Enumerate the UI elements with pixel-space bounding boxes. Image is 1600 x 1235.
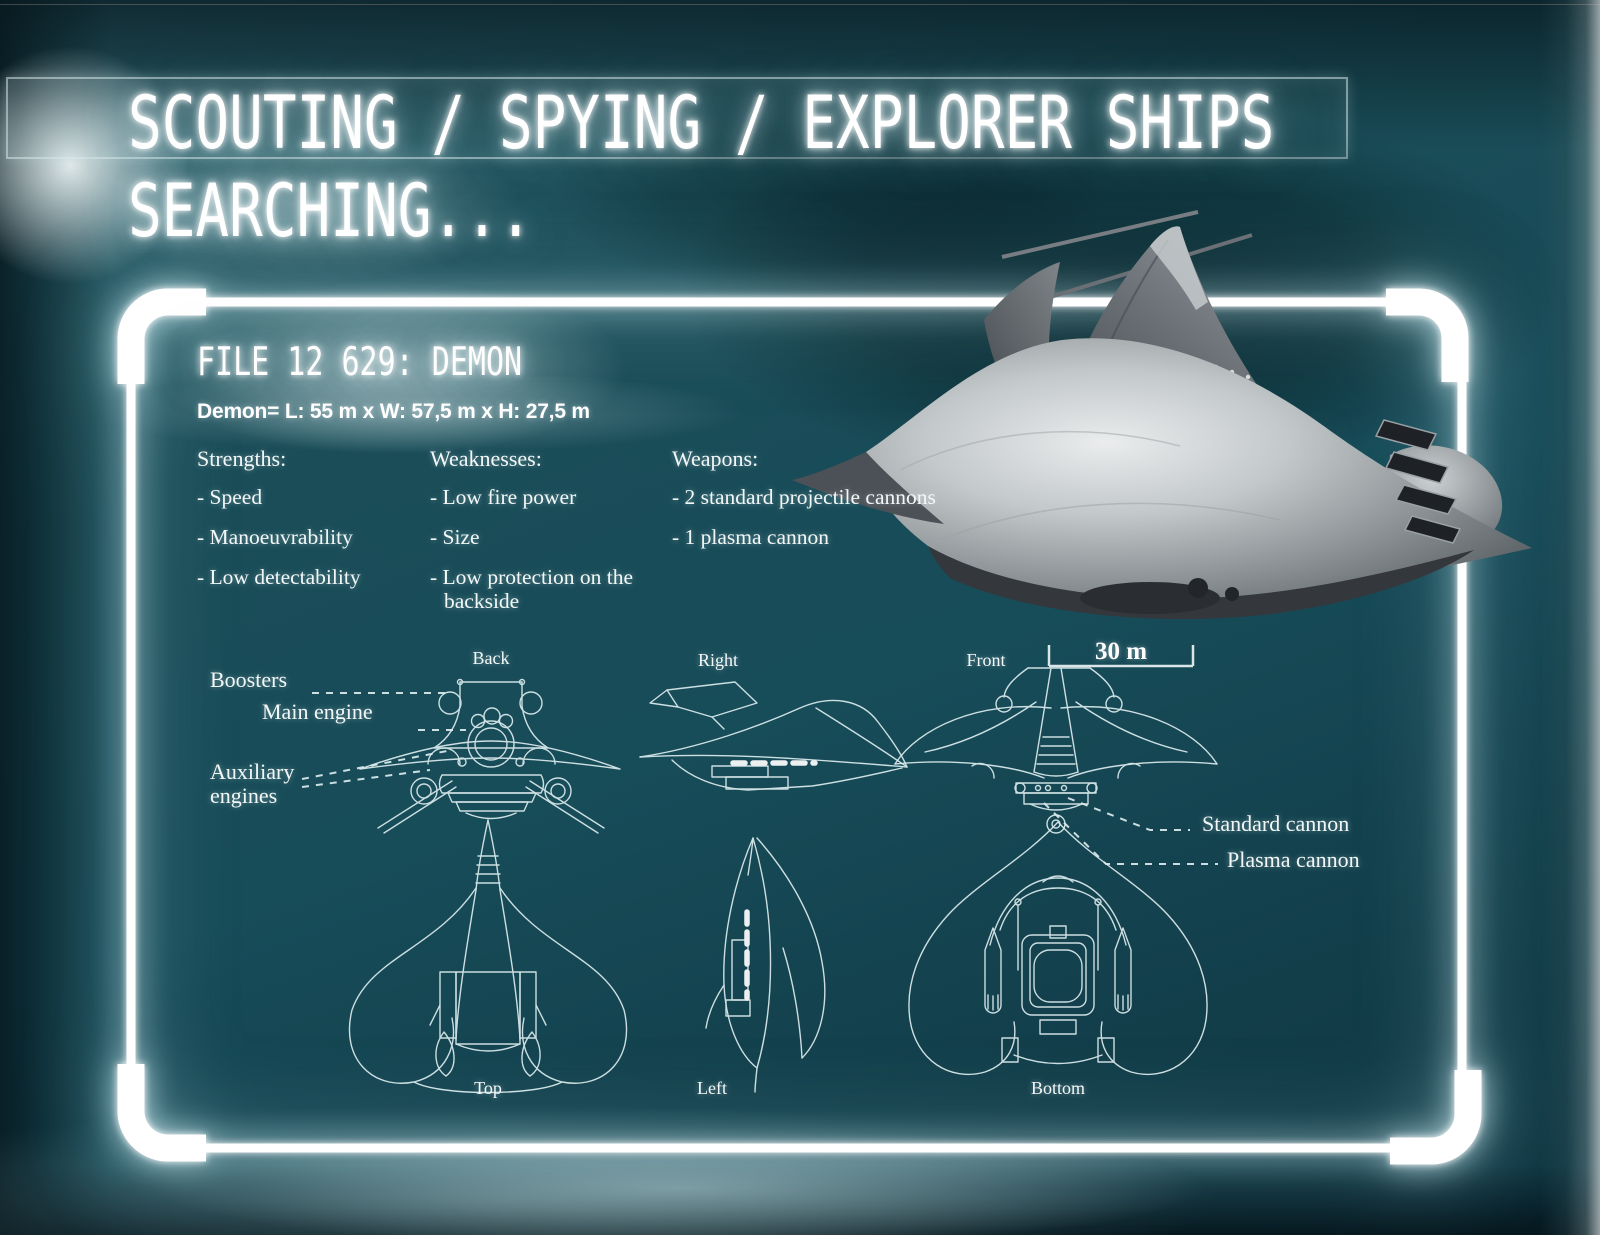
weapons-column: Weapons: - 2 standard projectile cannons…	[672, 446, 1002, 565]
blueprint-top-view	[348, 819, 628, 1094]
ship-dimensions: Demon= L: 55 m x W: 57,5 m x H: 27,5 m	[197, 400, 590, 423]
file-title: FILE 12 629: DEMON	[197, 340, 523, 386]
scale-bar	[1047, 645, 1195, 668]
weapons-heading: Weapons:	[672, 446, 759, 471]
view-label-right: Right	[697, 650, 739, 670]
status-searching-text: SEARCHING...	[128, 169, 533, 254]
blueprint-left-view	[705, 837, 826, 1093]
weakness-item: - Low protection on the backside	[430, 565, 634, 613]
callout-leader-lines	[301, 692, 1218, 865]
weaknesses-column: Weaknesses: - Low fire power - Size - Lo…	[430, 446, 648, 629]
callout-standard-cannon: Standard cannon	[1202, 811, 1350, 836]
callout-main-engine: Main engine	[262, 699, 373, 724]
weakness-item: - Low fire power	[430, 485, 577, 509]
view-label-back: Back	[472, 648, 510, 668]
weakness-item: - Size	[430, 525, 480, 549]
blueprint-front-view	[894, 667, 1218, 834]
strength-item: - Speed	[197, 485, 263, 509]
page-title: SCOUTING / SPYING / EXPLORER SHIPS	[128, 81, 1275, 166]
strength-item: - Low detectability	[197, 565, 361, 589]
strength-item: - Manoeuvrability	[197, 525, 353, 549]
weaknesses-heading: Weaknesses:	[430, 446, 542, 471]
strengths-column: Strengths: - Speed - Manoeuvrability - L…	[197, 446, 409, 605]
weapon-item: - 1 plasma cannon	[672, 525, 830, 549]
blueprint-right-view	[639, 681, 908, 791]
blueprint-back-view	[359, 678, 621, 834]
view-label-bottom: Bottom	[1030, 1078, 1086, 1098]
ship-3d-render	[792, 210, 1532, 620]
view-label-left: Left	[697, 1078, 727, 1098]
weapon-item: - 2 standard projectile cannons	[672, 485, 936, 509]
callout-boosters: Boosters	[210, 667, 287, 692]
blueprint-bottom-view	[908, 821, 1208, 1076]
callout-auxiliary-engines: Auxiliary engines	[210, 759, 295, 808]
view-label-top: Top	[474, 1078, 502, 1098]
callout-plasma-cannon: Plasma cannon	[1227, 847, 1360, 872]
view-label-front: Front	[966, 650, 1006, 670]
strengths-heading: Strengths:	[197, 446, 287, 471]
scale-label: 30 m	[1094, 638, 1148, 665]
screen-scanline	[0, 4, 1600, 5]
